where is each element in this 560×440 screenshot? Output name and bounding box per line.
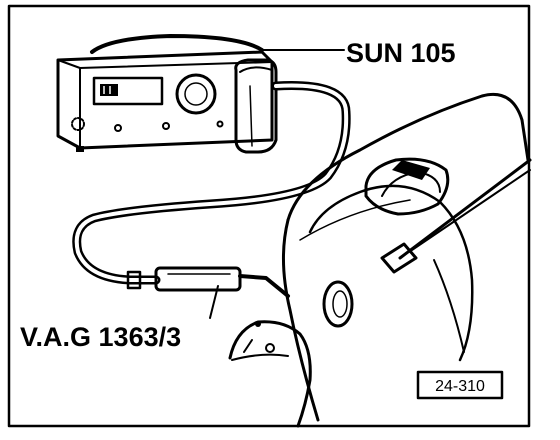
tester-jack bbox=[114, 124, 122, 132]
bracket-bolt-head bbox=[255, 321, 261, 327]
tester-label: SUN 105 bbox=[346, 38, 456, 68]
tester-display-digits bbox=[100, 84, 118, 96]
figure-frame bbox=[7, 4, 531, 428]
distributor-rotor-tab bbox=[392, 160, 430, 180]
housing-rib bbox=[433, 259, 465, 353]
tester-lid bbox=[90, 34, 264, 54]
tester-jack bbox=[216, 120, 224, 128]
bracket-lip bbox=[231, 353, 289, 361]
tester-housing bbox=[56, 50, 274, 150]
tester-jack bbox=[162, 122, 170, 130]
test-cable-inner bbox=[74, 83, 349, 282]
bracket-detail bbox=[243, 339, 253, 353]
adapter-body bbox=[154, 266, 242, 292]
tester-dial-center bbox=[184, 82, 208, 106]
adapter-probe-wire bbox=[238, 274, 290, 298]
housing-left-contour bbox=[282, 218, 320, 422]
distributor-cap bbox=[364, 157, 450, 216]
probe-holder-detail bbox=[249, 85, 253, 147]
tester-foot bbox=[76, 146, 84, 152]
guide-rod bbox=[398, 158, 532, 260]
tester-speaker-grille bbox=[71, 117, 85, 131]
adapter-label: V.A.G 1363/3 bbox=[20, 322, 181, 352]
vag-1363-3-adapter bbox=[154, 266, 290, 298]
housing-top-contour bbox=[286, 93, 530, 222]
tester-dial bbox=[175, 73, 217, 115]
housing-bore bbox=[322, 280, 354, 328]
test-cable-outer bbox=[72, 81, 351, 285]
bracket-outline bbox=[228, 320, 312, 428]
figure-ref-box bbox=[416, 370, 504, 400]
cable-clamp bbox=[380, 242, 418, 274]
housing-bore-inner bbox=[332, 290, 348, 318]
sun-105-tester bbox=[56, 34, 278, 154]
probe-holder bbox=[234, 58, 278, 154]
guide-rod-edge bbox=[411, 169, 531, 251]
mounting-bracket bbox=[228, 320, 312, 428]
cable-ferrule bbox=[126, 270, 142, 290]
bracket-bolt bbox=[265, 343, 275, 353]
probe-holder-rim bbox=[239, 66, 273, 73]
housing-fillet bbox=[299, 199, 411, 241]
figure-ref-label: 24-310 bbox=[435, 378, 485, 395]
tester-display-window bbox=[92, 76, 164, 106]
adapter-leader-line bbox=[209, 285, 219, 319]
